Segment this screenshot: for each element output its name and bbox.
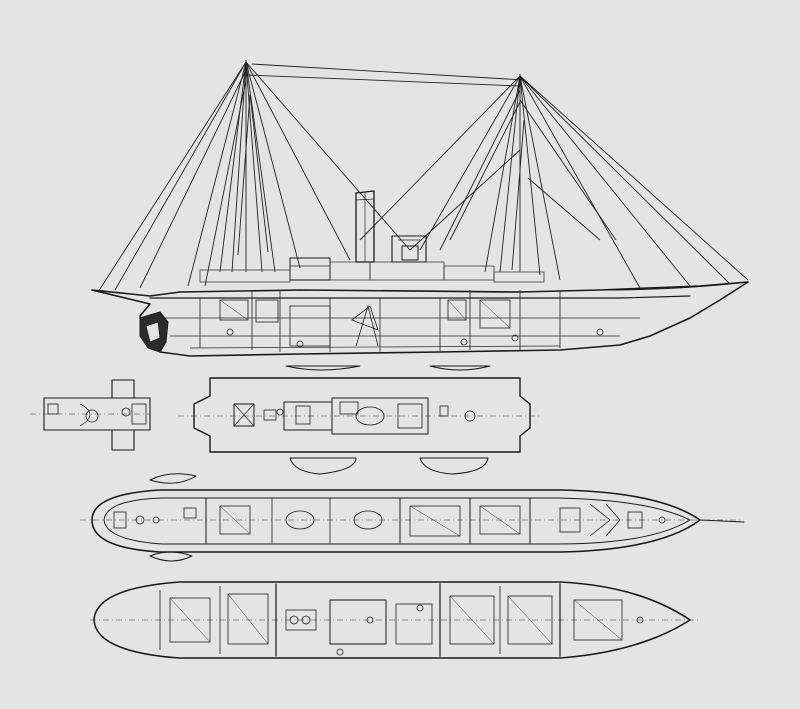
- bridge-deck-plan: [178, 377, 540, 453]
- hull-profile: [91, 281, 749, 357]
- boat-deck-fore: [419, 457, 489, 475]
- internal-compartments: [199, 290, 604, 352]
- side-boat-aft: [285, 365, 361, 371]
- boat-port-lower: [149, 551, 193, 562]
- funnel: [355, 190, 375, 263]
- upper-deck-plan: [80, 489, 745, 553]
- boat-port-upper: [149, 473, 197, 484]
- superstructure: [199, 235, 545, 283]
- detail-view-small: [30, 379, 151, 451]
- lower-deck-plan: [90, 581, 700, 659]
- side-elevation-view: [91, 60, 749, 371]
- rigging: [97, 60, 749, 293]
- side-boat-fore: [429, 365, 491, 371]
- boat-deck-aft: [289, 457, 357, 475]
